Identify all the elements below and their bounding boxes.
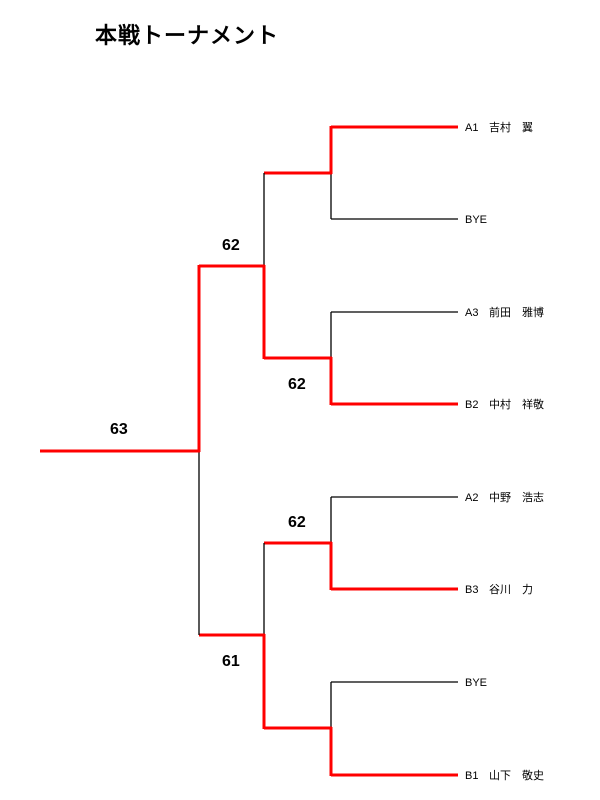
score-qf2: 62: [288, 376, 306, 393]
entry-seed: B1: [465, 770, 478, 782]
entry-seed: BYE: [465, 214, 487, 226]
entry-seed: B2: [465, 399, 478, 411]
entry-2: BYE: [465, 214, 487, 226]
entry-name: 前田 雅博: [489, 305, 544, 319]
entry-name: 中野 浩志: [489, 491, 544, 504]
entry-seed: BYE: [465, 677, 487, 689]
score-final: 63: [110, 421, 128, 438]
entry-seed: B3: [465, 584, 478, 596]
entry-1: A1 吉村 翼: [465, 120, 533, 134]
entry-seed: A2: [465, 492, 478, 504]
entry-3: A3 前田 雅博: [465, 305, 544, 319]
score-semi-bottom: 61: [222, 653, 240, 670]
entry-seed: A3: [465, 307, 478, 319]
entry-6: B3 谷川 力: [465, 583, 533, 596]
entry-seed: A1: [465, 122, 478, 134]
entry-7: BYE: [465, 677, 487, 689]
entry-5: A2 中野 浩志: [465, 491, 544, 504]
score-qf3: 62: [288, 514, 306, 531]
page-title: 本戦トーナメント: [95, 24, 280, 49]
entry-name: 谷川 力: [489, 583, 533, 596]
entry-8: B1 山下 敬史: [465, 769, 544, 782]
entry-4: B2 中村 祥敬: [465, 397, 544, 411]
entry-name: 吉村 翼: [489, 120, 533, 134]
score-semi-top: 62: [222, 237, 240, 254]
entry-name: 中村 祥敬: [489, 397, 544, 411]
entry-name: 山下 敬史: [489, 769, 544, 782]
